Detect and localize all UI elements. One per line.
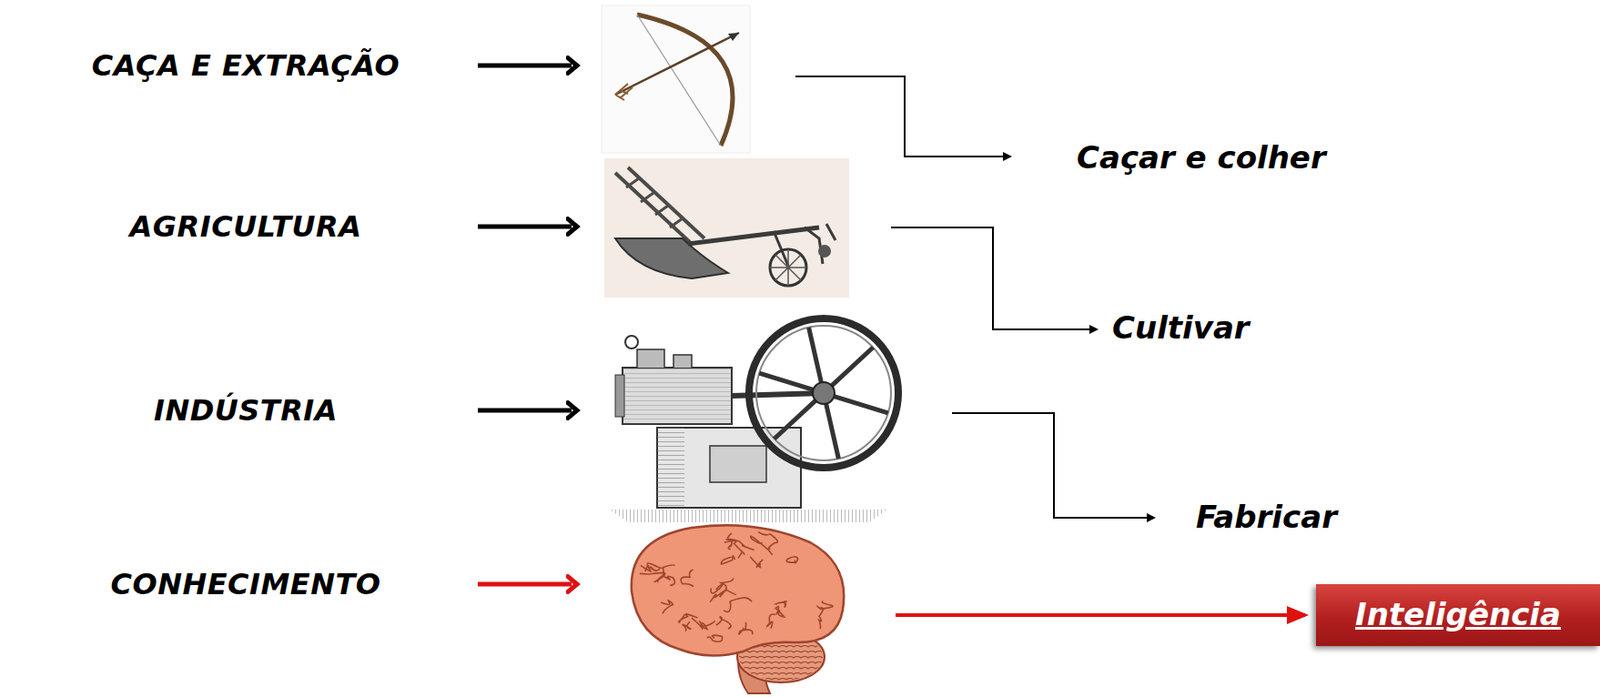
engine-base <box>657 427 801 508</box>
plow-beam <box>688 227 820 244</box>
activity-label: Cultivar <box>1112 310 1250 346</box>
activity-label: Caçar e colher <box>1076 140 1327 176</box>
flow-arrow <box>477 408 572 414</box>
brain-fold <box>819 607 823 629</box>
brain-fold <box>645 566 660 572</box>
flywheel-hub <box>812 382 835 405</box>
brain-fold <box>720 556 735 565</box>
arrow-tip <box>728 32 740 41</box>
box-text: Inteligência <box>1355 597 1561 633</box>
name-plate <box>709 445 767 483</box>
cylinder-shade <box>622 367 732 425</box>
brain-fold <box>682 621 691 631</box>
era-label: CAÇA E EXTRAÇÃO <box>91 49 400 83</box>
spoke <box>774 400 816 439</box>
brain-fold <box>786 556 799 564</box>
era-label: INDÚSTRIA <box>153 394 338 428</box>
brain-fold <box>680 569 694 588</box>
era-label: AGRICULTURA <box>130 210 363 244</box>
floor-shading <box>609 509 888 523</box>
brain-fold <box>662 575 676 586</box>
brain-fold <box>640 563 662 572</box>
image-frame <box>601 5 750 153</box>
spoke <box>809 327 822 383</box>
brain-fold <box>691 617 708 629</box>
plow-bolt <box>818 244 831 258</box>
arrow-shaft <box>615 32 740 95</box>
cylinder-head <box>615 374 625 417</box>
base-shade <box>657 427 685 508</box>
plow-handle <box>615 167 705 244</box>
red-arrow <box>895 613 1306 618</box>
brain-fold <box>716 617 731 629</box>
arrow-feathers <box>615 83 633 101</box>
era-label: CONHECIMENTO <box>110 567 381 602</box>
brain-fold <box>750 536 773 556</box>
highlight-box: Inteligência <box>1316 584 1600 647</box>
plow-illustration <box>604 158 850 298</box>
brain-fold <box>723 597 752 613</box>
elbow-arrow <box>891 227 1097 330</box>
spoke <box>826 404 840 459</box>
brain-fold <box>639 573 666 584</box>
plow-wheel <box>769 249 807 286</box>
brain-fold <box>660 599 673 614</box>
cerebrum <box>631 525 844 656</box>
governor <box>625 335 638 349</box>
spoke <box>831 347 873 386</box>
plow-share <box>615 238 729 279</box>
brain-fold <box>728 533 733 550</box>
activity-label: Fabricar <box>1195 499 1337 536</box>
wheel-spokes <box>769 249 807 286</box>
brain-fold <box>774 601 787 608</box>
brain-fold <box>749 556 763 568</box>
spoke <box>759 373 813 390</box>
bow-illustration <box>601 5 750 153</box>
flywheel-inner <box>756 325 892 461</box>
flywheel-rim <box>749 318 899 468</box>
flow-arrow <box>477 224 572 230</box>
elbow-arrow <box>951 413 1155 518</box>
flywheel-spokes <box>759 327 888 459</box>
brain-fold <box>698 620 715 629</box>
bow-string <box>637 14 721 146</box>
brain-fold <box>678 614 699 623</box>
brain-fold <box>739 622 753 635</box>
brain-fold <box>710 577 734 594</box>
brain-illustration <box>631 525 844 694</box>
brain-fold <box>816 601 833 610</box>
cylinder-block <box>622 367 732 425</box>
engine-illustration <box>609 318 899 523</box>
image-ground <box>604 158 850 298</box>
valve-gear <box>637 349 692 368</box>
brain-fold <box>758 532 778 549</box>
brain-folds <box>639 532 833 643</box>
flow-arrow <box>477 63 572 69</box>
brain-fold <box>767 614 777 629</box>
elbow-arrow <box>795 76 1011 157</box>
flow-arrow <box>477 582 572 588</box>
brain-fold <box>707 635 723 642</box>
bow-limb <box>637 14 733 146</box>
spoke <box>833 396 888 414</box>
handle-rung <box>626 178 683 228</box>
brain-fold <box>775 606 784 617</box>
